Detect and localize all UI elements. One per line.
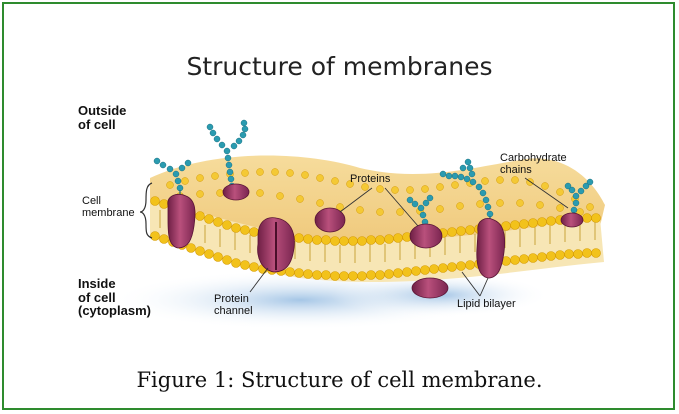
protein-channel-label: Protein channel [214, 294, 253, 317]
lipid-bilayer-label: Lipid bilayer [457, 299, 516, 311]
protein-middle-2 [410, 224, 442, 248]
inside-of-cell-label: Inside of cell (cytoplasm) [78, 277, 151, 318]
proteins-label: Proteins [350, 174, 390, 186]
outside-of-cell-label: Outside of cell [78, 104, 126, 131]
protein-far-right [561, 213, 583, 227]
protein-top-left [223, 184, 249, 200]
cell-membrane-label: Cell membrane [82, 196, 135, 219]
carbohydrate-chains-label: Carbohydrate chains [500, 153, 567, 176]
figure-caption: Figure 1: Structure of cell membrane. [0, 368, 679, 392]
protein-bottom [412, 278, 448, 298]
diagram-title: Structure of membranes [0, 52, 679, 81]
